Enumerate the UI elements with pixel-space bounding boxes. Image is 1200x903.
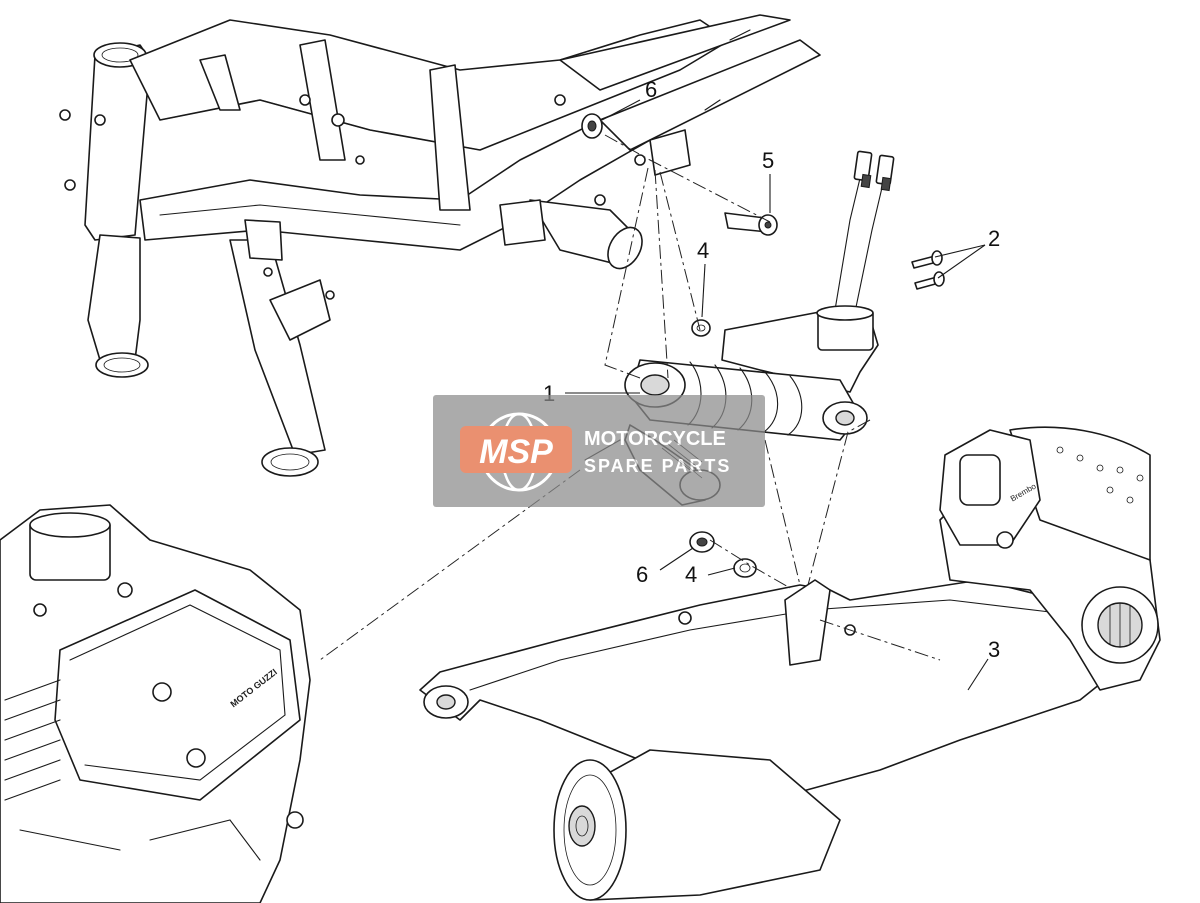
watermark-line2: SPARE PARTS bbox=[584, 456, 731, 476]
watermark-line1: MOTORCYCLE bbox=[584, 428, 726, 450]
leader-lines bbox=[565, 99, 989, 691]
watermark-panel bbox=[433, 395, 765, 507]
callout-6-lower: 6 bbox=[636, 562, 648, 587]
callout-4-upper: 4 bbox=[697, 238, 709, 263]
frame-assembly bbox=[59, 14, 821, 477]
callout-6-upper: 6 bbox=[645, 77, 657, 102]
callout-3: 3 bbox=[988, 637, 1000, 662]
callout-2: 2 bbox=[988, 226, 1000, 251]
callout-4-lower: 4 bbox=[685, 562, 697, 587]
watermark-logo-text: MSP bbox=[479, 433, 553, 471]
callout-5: 5 bbox=[762, 148, 774, 173]
watermark: MSP MOTORCYCLE SPARE PARTS bbox=[433, 395, 765, 507]
watermark-logo-box bbox=[460, 426, 572, 473]
swingarm-assembly: Brembo bbox=[419, 426, 1161, 901]
engine-assembly: MOTO GUZZI bbox=[0, 504, 311, 903]
